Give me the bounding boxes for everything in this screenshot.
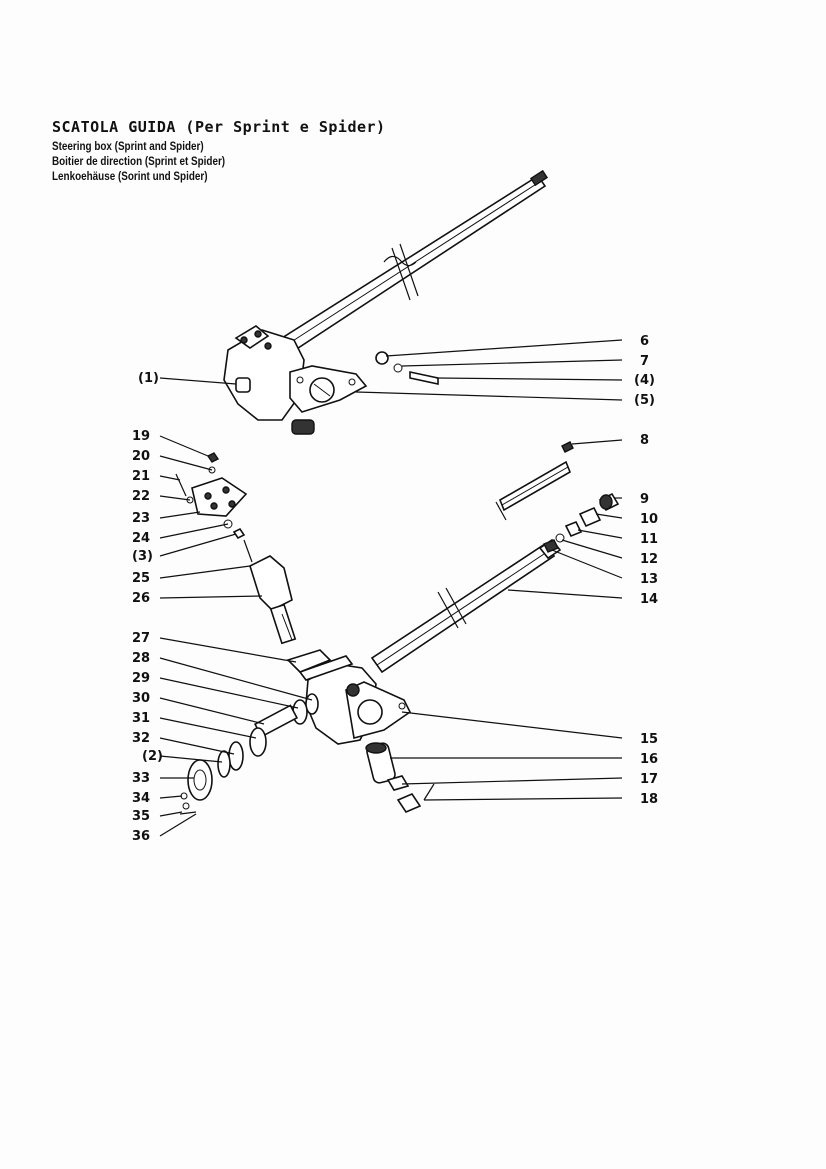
callout-36: 36: [132, 829, 150, 844]
callout-21: 21: [132, 469, 150, 484]
callout-24: 24: [132, 531, 150, 546]
callout-35: 35: [132, 809, 150, 824]
callout-10: 10: [640, 512, 658, 527]
upper-steering-column: [280, 169, 549, 354]
callout-13: 13: [640, 572, 658, 587]
callout-4: (4): [634, 373, 655, 388]
callout-29: 29: [132, 671, 150, 686]
callout-30: 30: [132, 691, 150, 706]
callout-12: 12: [640, 552, 658, 567]
callout-26: 26: [132, 591, 150, 606]
upper-fasteners-6-7: [375, 351, 439, 385]
callout-17: 17: [640, 772, 658, 787]
title-english: Steering box (Sprint and Spider): [52, 141, 204, 153]
callout-15: 15: [640, 732, 658, 747]
callouts-left: (1) 19 20 21 22 23 24 (3) 25 26 27 28 29…: [132, 371, 163, 844]
title-block: SCATOLA GUIDA (Per Sprint e Spider) Stee…: [52, 118, 386, 186]
callout-9: 9: [640, 492, 649, 507]
callout-19: 19: [132, 429, 150, 444]
callout-8: 8: [640, 433, 649, 448]
title-italian: SCATOLA GUIDA (Per Sprint e Spider): [52, 118, 386, 136]
bushings-9-13: [543, 492, 620, 553]
title-german: Lenkoehäuse (Sorint und Spider): [52, 171, 208, 183]
callout-25: 25: [132, 571, 150, 586]
callout-27: 27: [132, 631, 150, 646]
lower-steering-box-15: [298, 655, 412, 745]
callout-33: 33: [132, 771, 150, 786]
title-french: Boitier de direction (Sprint et Spider): [52, 156, 226, 168]
bush-and-cover-16-18: [365, 742, 435, 813]
callout-22: 22: [132, 489, 150, 504]
worm-and-rings-27-36: [179, 649, 332, 815]
lower-steering-column-14: [370, 538, 562, 674]
callout-1: (1): [138, 371, 159, 386]
callout-23: 23: [132, 511, 150, 526]
callout-16: 16: [640, 752, 658, 767]
callout-34: 34: [132, 791, 150, 806]
upper-steering-box: [223, 325, 368, 435]
callout-14: 14: [640, 592, 658, 607]
callout-18: 18: [640, 792, 658, 807]
sector-shaft-25-26: [243, 539, 297, 645]
leader-lines: [159, 339, 623, 837]
callout-2: (2): [142, 749, 163, 764]
callout-6: 6: [640, 334, 649, 349]
callout-31: 31: [132, 711, 150, 726]
callout-3: (3): [132, 549, 153, 564]
lower-column-shaft-8: [495, 441, 574, 521]
callouts-right: 6 7 (4) (5) 8 9 10 11 12 13 14 15 16 17 …: [634, 334, 658, 807]
callout-5: (5): [634, 393, 655, 408]
callout-11: 11: [640, 532, 658, 547]
callout-7: 7: [640, 354, 649, 369]
callout-20: 20: [132, 449, 150, 464]
callout-32: 32: [132, 731, 150, 746]
callout-28: 28: [132, 651, 150, 666]
cover-plate-19-24: [175, 452, 248, 540]
